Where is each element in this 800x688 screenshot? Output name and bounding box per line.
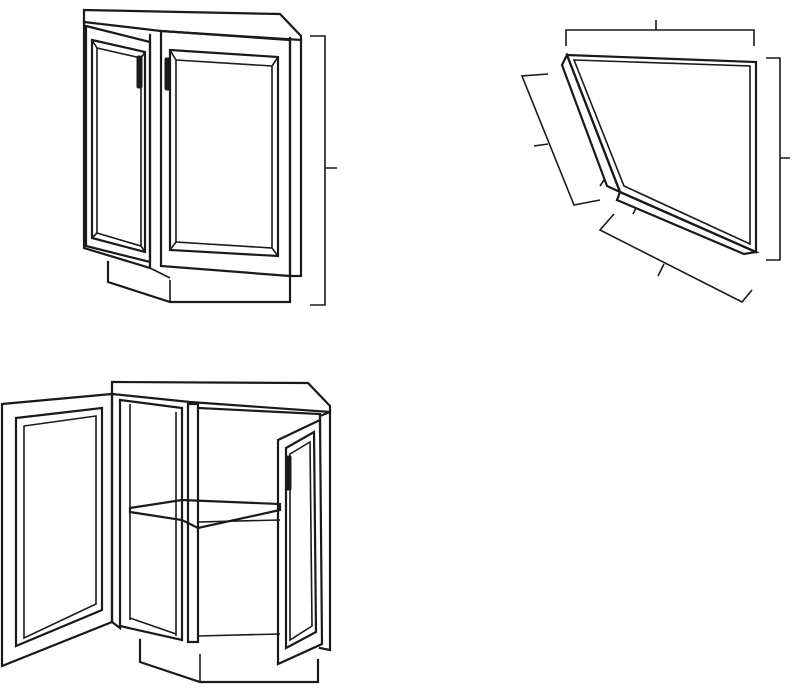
door-handle-icon xyxy=(136,55,143,89)
height-dimension xyxy=(310,35,337,306)
shelf xyxy=(128,498,282,530)
depth-dimension xyxy=(766,57,790,261)
front-face-dimension xyxy=(598,213,753,304)
door-handle-icon xyxy=(285,455,292,491)
open-front-view xyxy=(0,380,332,684)
width-dimension xyxy=(565,20,755,46)
open-right-door xyxy=(276,418,324,666)
left-door xyxy=(84,24,152,264)
closed-front-view xyxy=(82,8,337,306)
door-handle-icon xyxy=(164,57,171,91)
top-plan-view xyxy=(520,20,790,304)
left-face-dimension xyxy=(520,73,601,206)
open-left-door xyxy=(0,392,114,668)
right-door xyxy=(159,29,292,278)
